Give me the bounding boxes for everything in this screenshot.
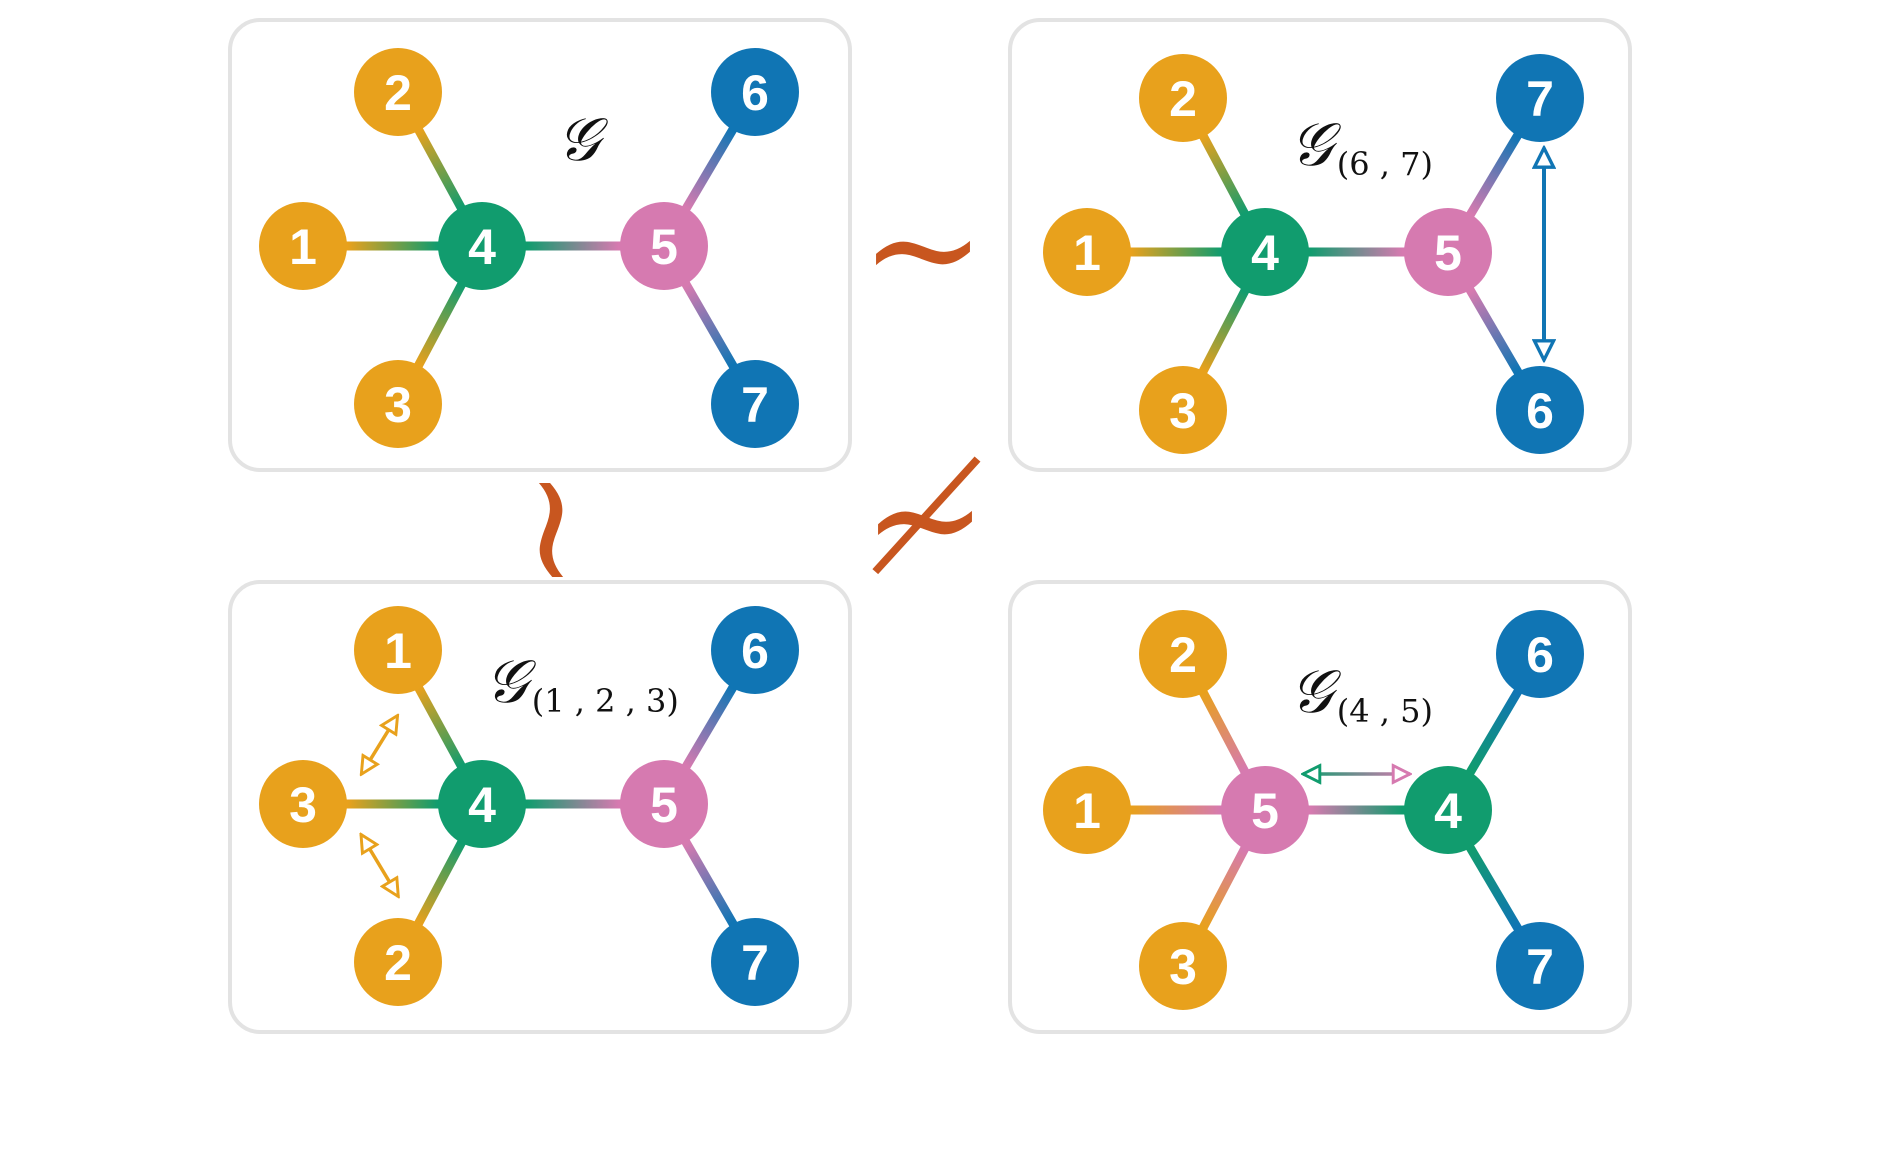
node-label: 1: [289, 219, 317, 275]
node-circle: [711, 918, 799, 1006]
node-circle: [354, 606, 442, 694]
node-label: 6: [1526, 627, 1554, 683]
node-circle: [1139, 922, 1227, 1010]
node-4: 4: [1404, 766, 1492, 854]
node-1: 1: [1043, 766, 1131, 854]
node-label: 6: [741, 623, 769, 679]
node-6: 6: [1496, 610, 1584, 698]
node-circle: [438, 760, 526, 848]
node-5: 5: [620, 760, 708, 848]
node-circle: [1139, 366, 1227, 454]
node-circle: [711, 606, 799, 694]
node-1: 1: [259, 202, 347, 290]
node-label: 3: [1169, 939, 1197, 995]
node-label: 5: [1251, 783, 1279, 839]
node-label: 4: [1434, 783, 1462, 839]
node-3: 3: [1139, 366, 1227, 454]
node-1: 1: [1043, 208, 1131, 296]
node-label: 5: [1434, 225, 1462, 281]
node-7: 7: [1496, 54, 1584, 142]
node-label: 2: [384, 935, 412, 991]
node-label: 5: [650, 219, 678, 275]
node-4: 4: [438, 760, 526, 848]
node-circle: [1496, 366, 1584, 454]
node-label: 2: [1169, 71, 1197, 127]
node-label: 4: [1251, 225, 1279, 281]
node-7: 7: [711, 360, 799, 448]
node-label: 6: [1526, 383, 1554, 439]
node-label: 6: [741, 65, 769, 121]
node-circle: [438, 202, 526, 290]
node-circle: [259, 760, 347, 848]
node-4: 4: [1221, 208, 1309, 296]
node-circle: [711, 360, 799, 448]
swap-arrow-3-2: [361, 834, 398, 896]
node-circle: [354, 48, 442, 136]
node-circle: [620, 202, 708, 290]
node-circle: [1404, 208, 1492, 296]
node-label: 7: [741, 377, 769, 433]
node-2: 2: [354, 918, 442, 1006]
node-label: 7: [741, 935, 769, 991]
node-circle: [354, 360, 442, 448]
node-3: 3: [259, 760, 347, 848]
node-circle: [1496, 54, 1584, 142]
swap-arrow-3-1: [361, 716, 397, 775]
node-label: 3: [1169, 383, 1197, 439]
node-label: 7: [1526, 71, 1554, 127]
node-circle: [1043, 766, 1131, 854]
node-label: 1: [1073, 225, 1101, 281]
node-5: 5: [620, 202, 708, 290]
node-3: 3: [1139, 922, 1227, 1010]
node-7: 7: [1496, 922, 1584, 1010]
node-1: 1: [354, 606, 442, 694]
node-label: 1: [1073, 783, 1101, 839]
node-label: 2: [384, 65, 412, 121]
node-2: 2: [354, 48, 442, 136]
node-circle: [1043, 208, 1131, 296]
node-label: 3: [289, 777, 317, 833]
node-circle: [1221, 208, 1309, 296]
not-equivalent-symbol: ≁: [862, 432, 988, 606]
node-circle: [620, 760, 708, 848]
node-circle: [1139, 610, 1227, 698]
node-circle: [354, 918, 442, 1006]
node-label: 7: [1526, 939, 1554, 995]
node-2: 2: [1139, 610, 1227, 698]
graph-subscript: (4 , 5): [1337, 692, 1433, 730]
node-5: 5: [1404, 208, 1492, 296]
node-4: 4: [438, 202, 526, 290]
node-label: 2: [1169, 627, 1197, 683]
node-circle: [1139, 54, 1227, 142]
graph-subscript: (1 , 2 , 3): [532, 682, 679, 720]
node-label: 4: [468, 777, 496, 833]
graph-subscript: (6 , 7): [1337, 145, 1433, 183]
node-6: 6: [711, 606, 799, 694]
node-5: 5: [1221, 766, 1309, 854]
node-label: 4: [468, 219, 496, 275]
node-circle: [259, 202, 347, 290]
node-label: 1: [384, 623, 412, 679]
node-6: 6: [1496, 366, 1584, 454]
node-6: 6: [711, 48, 799, 136]
equivalent-symbol-vertical: ~: [468, 467, 642, 593]
equivalent-symbol-horizontal: ~: [860, 162, 986, 336]
node-label: 5: [650, 777, 678, 833]
node-3: 3: [354, 360, 442, 448]
node-circle: [1221, 766, 1309, 854]
node-circle: [1404, 766, 1492, 854]
node-circle: [1496, 922, 1584, 1010]
node-7: 7: [711, 918, 799, 1006]
node-circle: [1496, 610, 1584, 698]
node-label: 3: [384, 377, 412, 433]
node-2: 2: [1139, 54, 1227, 142]
node-circle: [711, 48, 799, 136]
